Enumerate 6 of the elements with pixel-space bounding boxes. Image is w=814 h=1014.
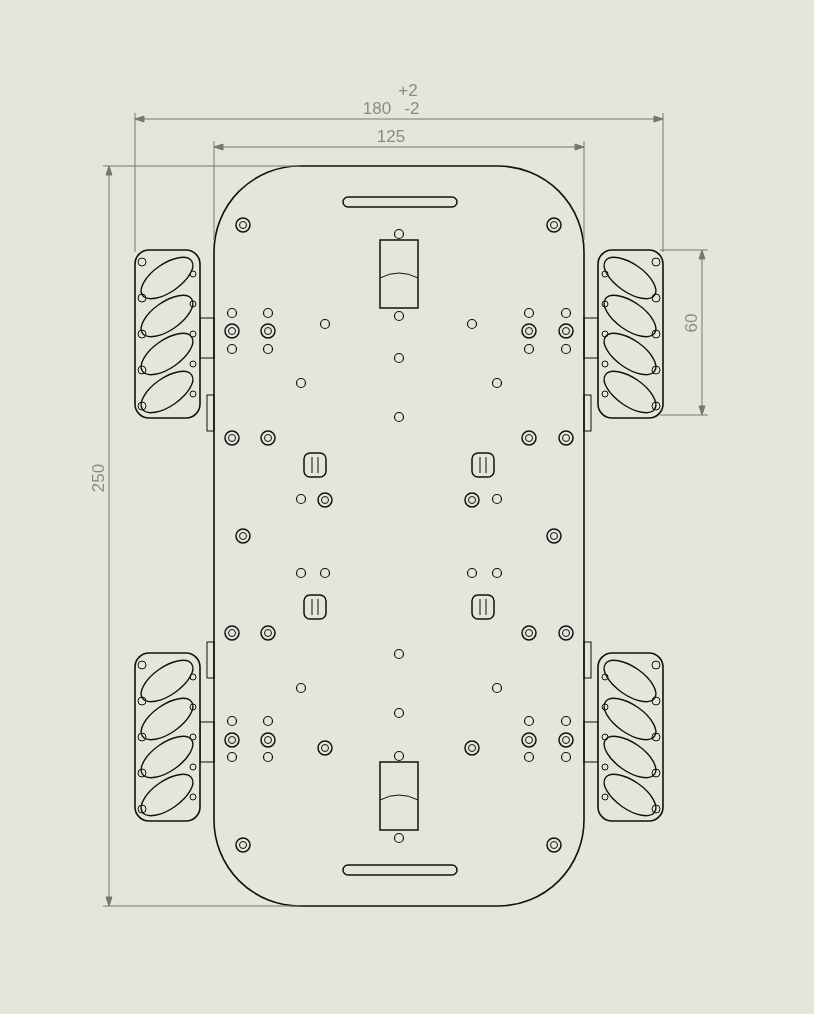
dimension-label: -2: [404, 99, 420, 117]
dimension-label: 60: [682, 313, 700, 333]
dimension-label: 125: [376, 127, 406, 145]
dimension-label: +2: [398, 81, 418, 99]
dimension-label: 180: [362, 99, 392, 117]
dimension-label: 250: [89, 463, 107, 493]
